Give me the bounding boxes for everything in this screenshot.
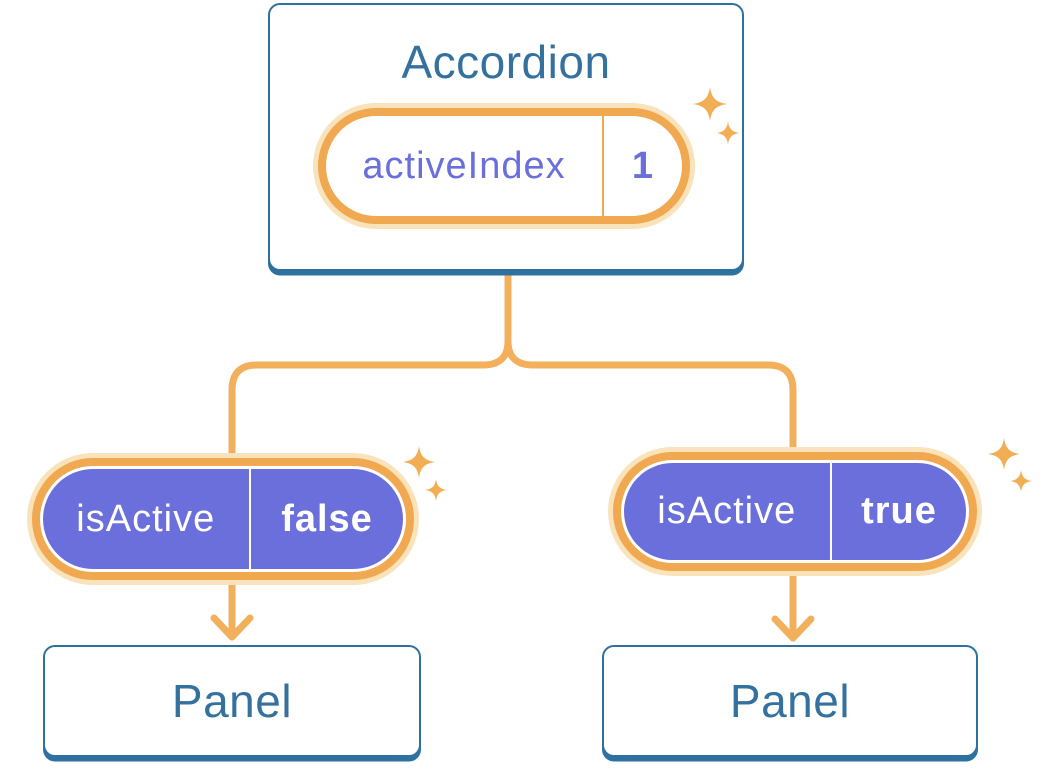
pill-purple-fill: isActive true xyxy=(624,463,966,560)
arrow-down-icon xyxy=(210,614,254,641)
state-value-label: false xyxy=(281,497,373,540)
pill-body: isActive true xyxy=(621,460,969,563)
panel-title: Panel xyxy=(729,675,851,727)
state-divider xyxy=(602,116,604,216)
panel-title: Panel xyxy=(171,675,293,727)
connector-right-branch xyxy=(504,268,797,642)
state-divider xyxy=(829,463,832,560)
pill-orange-ring: isActive false xyxy=(32,458,414,580)
state-name-label: isActive xyxy=(657,490,797,532)
isactive-true-pill: isActive true xyxy=(608,447,982,576)
arrow-down-icon xyxy=(771,615,815,642)
accordion-title: Accordion xyxy=(401,36,611,88)
pill-body: isActive false xyxy=(40,466,406,572)
activeindex-state-pill: activeIndex 1 xyxy=(313,103,695,229)
state-name-label: isActive xyxy=(76,497,216,540)
panel-card-left: Panel xyxy=(43,645,421,757)
state-value-label: true xyxy=(861,490,937,532)
state-divider xyxy=(248,469,251,569)
isactive-false-pill: isActive false xyxy=(27,453,419,585)
pill-orange-ring: activeIndex 1 xyxy=(318,108,690,224)
pill-purple-fill: isActive false xyxy=(43,469,403,569)
pill-body: activeIndex 1 xyxy=(326,116,682,216)
state-value-label: 1 xyxy=(631,144,655,187)
pill-orange-ring: isActive true xyxy=(613,452,977,571)
state-name-label: activeIndex xyxy=(362,144,566,187)
panel-card-right: Panel xyxy=(602,645,978,757)
